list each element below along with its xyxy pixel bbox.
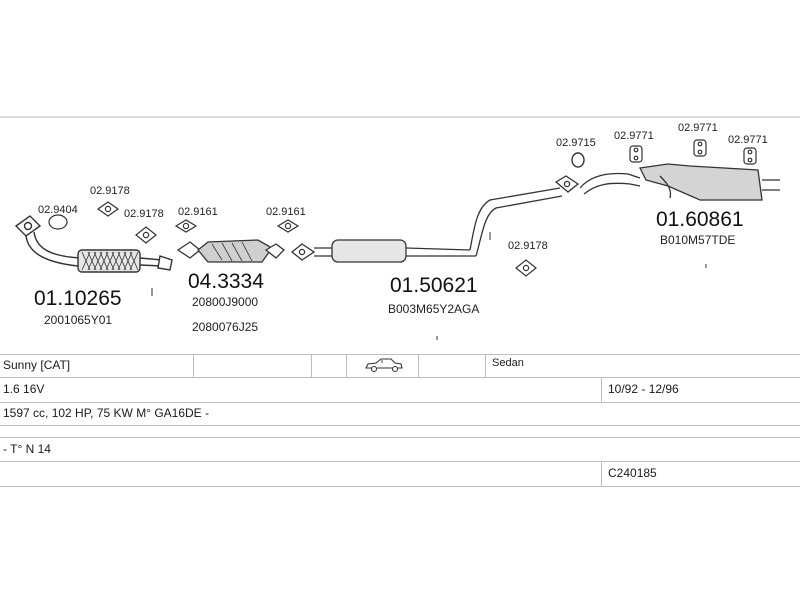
table-divider <box>0 461 800 462</box>
fitting-label: 02.9771 <box>728 134 768 146</box>
hanger-icon <box>515 259 537 277</box>
gasket-icon <box>174 219 198 233</box>
vehicle-years: 10/92 - 12/96 <box>608 382 679 396</box>
gasket-icon <box>276 219 300 233</box>
vehicle-specs: 1597 cc, 102 HP, 75 KW M° GA16DE - <box>3 406 210 420</box>
vehicle-model: Sunny [CAT] <box>3 358 71 372</box>
fitting-label: 02.9161 <box>178 206 218 218</box>
table-divider <box>311 354 312 377</box>
vehicle-type-code: - T° N 14 <box>3 442 51 456</box>
fitting-label: 02.9771 <box>678 122 718 134</box>
table-divider <box>0 486 800 487</box>
table-divider <box>346 354 347 377</box>
fitting-label: 02.9715 <box>556 137 596 149</box>
table-divider <box>601 377 602 402</box>
part-number: 01.10265 <box>34 287 122 310</box>
part-code: B010M57TDE <box>660 233 735 247</box>
rear-silencer-part <box>579 163 780 268</box>
sedan-car-icon <box>365 358 403 373</box>
table-divider <box>0 437 800 438</box>
rubber-ring-icon <box>571 152 585 168</box>
part-code: 2080076J25 <box>192 320 258 334</box>
catalytic-converter-part <box>176 239 285 263</box>
hanger-icon <box>135 226 157 244</box>
fitting-label: 02.9178 <box>124 208 164 220</box>
part-number: 04.3334 <box>188 270 264 293</box>
table-divider <box>0 377 800 378</box>
fitting-label: 02.9178 <box>90 185 130 197</box>
fitting-label: 02.9178 <box>508 240 548 252</box>
rubber-hanger-icon <box>693 139 707 157</box>
middle-silencer-part <box>290 175 580 340</box>
table-divider <box>0 354 800 355</box>
table-divider <box>0 425 800 426</box>
fitting-label: 02.9771 <box>614 130 654 142</box>
part-code: 2001065Y01 <box>44 313 112 327</box>
rubber-hanger-icon <box>629 145 643 163</box>
catalog-code: C240185 <box>608 466 657 480</box>
vehicle-body-type: Sedan <box>492 357 524 369</box>
front-pipe-part <box>14 215 173 296</box>
part-number: 01.50621 <box>390 274 478 297</box>
table-divider <box>0 402 800 403</box>
table-divider <box>601 461 602 486</box>
fitting-label: 02.9161 <box>266 206 306 218</box>
gasket-icon <box>48 214 68 230</box>
table-divider <box>193 354 194 377</box>
table-divider <box>485 354 486 377</box>
rubber-hanger-icon <box>743 147 757 165</box>
vehicle-engine: 1.6 16V <box>3 382 45 396</box>
part-code: 20800J9000 <box>192 295 258 309</box>
clamp-icon <box>96 201 120 217</box>
part-code: B003M65Y2AGA <box>388 302 479 316</box>
part-number: 01.60861 <box>656 208 744 231</box>
table-divider <box>418 354 419 377</box>
fitting-label: 02.9404 <box>38 204 78 216</box>
